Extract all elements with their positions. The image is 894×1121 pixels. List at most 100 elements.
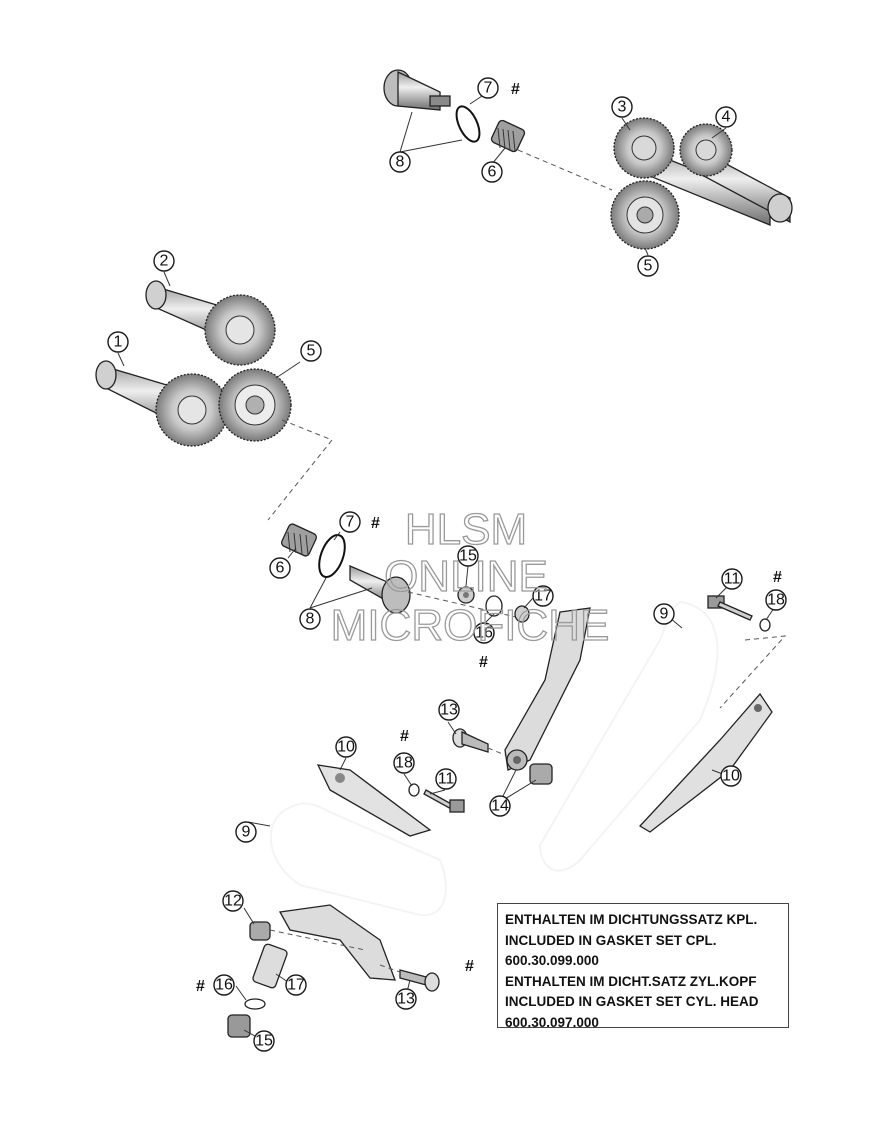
needle-bearing-top bbox=[490, 119, 526, 153]
callout-label: 7 bbox=[484, 80, 493, 97]
needle-bearing-middle bbox=[280, 523, 318, 557]
svg-text:5: 5 bbox=[644, 258, 653, 275]
watermark-line3: MICROFICHE bbox=[331, 601, 610, 650]
camshaft-2 bbox=[145, 280, 276, 366]
svg-text:13: 13 bbox=[440, 702, 458, 719]
bearing-group-middle bbox=[280, 523, 530, 623]
callout-14: 14 bbox=[489, 795, 511, 817]
svg-text:4: 4 bbox=[722, 109, 731, 126]
svg-text:7: 7 bbox=[346, 514, 355, 531]
svg-text:8: 8 bbox=[306, 611, 315, 628]
camshaft-group-left bbox=[95, 280, 333, 521]
watermark-line2: ONLINE bbox=[384, 552, 548, 601]
callout-4: 4 bbox=[715, 106, 737, 128]
callout-9-left: 9 bbox=[235, 821, 257, 843]
callout-9-right: 9 bbox=[653, 603, 675, 625]
svg-text:18: 18 bbox=[395, 755, 413, 772]
watermark: HLSM ONLINE MICROFICHE bbox=[330, 504, 610, 650]
svg-text:9: 9 bbox=[242, 824, 251, 841]
callout-15-middle: 15 bbox=[457, 545, 479, 567]
svg-text:15: 15 bbox=[255, 1033, 273, 1050]
idler-gear-left bbox=[218, 368, 292, 442]
svg-text:10: 10 bbox=[722, 768, 740, 785]
gasket-marker: # bbox=[196, 978, 205, 995]
gasket-marker: # bbox=[479, 654, 488, 671]
callout-15-lower: 15 bbox=[253, 1030, 275, 1052]
callout-6-top: 6 bbox=[481, 161, 503, 183]
svg-text:11: 11 bbox=[438, 771, 455, 788]
bolt-13-lower bbox=[379, 964, 440, 992]
gasket-marker: # bbox=[511, 81, 520, 98]
callout-6-middle: 6 bbox=[269, 557, 291, 579]
legend-line-3: 600.30.099.000 bbox=[505, 953, 599, 968]
guide-rail-left bbox=[316, 764, 432, 837]
callout-13-lower: 13 bbox=[395, 988, 417, 1010]
callout-18-lower: 18 bbox=[393, 752, 415, 774]
legend-line-2: INCLUDED IN GASKET SET CPL. bbox=[505, 932, 717, 948]
svg-text:13: 13 bbox=[397, 991, 415, 1008]
camshaft-1 bbox=[95, 360, 229, 447]
chain-tensioner-rail-upper bbox=[504, 607, 591, 785]
legend-line-5: INCLUDED IN GASKET SET CYL. HEAD bbox=[505, 994, 759, 1009]
o-ring-middle bbox=[318, 533, 346, 579]
callout-11-upper: 11 bbox=[721, 568, 743, 590]
bearing-pin-middle bbox=[349, 565, 411, 614]
svg-text:6: 6 bbox=[276, 560, 285, 577]
svg-text:8: 8 bbox=[396, 154, 405, 171]
callout-16-middle: 16 bbox=[473, 622, 495, 644]
callout-5-left: 5 bbox=[300, 340, 322, 362]
bolt-13-upper bbox=[452, 728, 506, 756]
gasket-marker: # bbox=[371, 515, 380, 532]
callout-8-middle: 8 bbox=[299, 608, 321, 630]
svg-text:15: 15 bbox=[459, 548, 477, 565]
gasket-set-legend: ENTHALTEN IM DICHTUNGSSATZ KPL. INCLUDED… bbox=[497, 903, 789, 1030]
timing-chain-left bbox=[269, 802, 447, 917]
legend-line-1: ENTHALTEN IM DICHTUNGSSATZ KPL. bbox=[505, 912, 758, 927]
svg-text:3: 3 bbox=[618, 99, 627, 116]
callout-11-lower: 11 bbox=[435, 768, 457, 790]
callout-17-lower: 17 bbox=[285, 974, 307, 996]
chain-tensioner-rail-lower bbox=[249, 904, 396, 981]
watermark-line1: HLSM bbox=[405, 505, 527, 554]
svg-text:5: 5 bbox=[307, 343, 316, 360]
legend-marker: # bbox=[465, 958, 474, 975]
camshaft-group-top bbox=[383, 69, 793, 250]
guide-rail-right bbox=[638, 692, 773, 833]
callout-2: 2 bbox=[153, 250, 175, 272]
callout-17-middle: 17 bbox=[532, 585, 554, 607]
svg-text:9: 9 bbox=[660, 606, 669, 623]
legend-line-6: 600.30.097.000 bbox=[505, 1014, 599, 1030]
svg-text:1: 1 bbox=[114, 334, 123, 351]
callout-8-top: 8 bbox=[389, 151, 411, 173]
callout-3: 3 bbox=[611, 96, 633, 118]
o-ring-top bbox=[455, 105, 481, 143]
callout-13-upper: 13 bbox=[438, 699, 460, 721]
callout-7-middle: 7 bbox=[339, 511, 361, 533]
callout-18-upper: 18 bbox=[765, 589, 787, 611]
washer-parts-middle bbox=[457, 586, 530, 623]
callout-10-right: 10 bbox=[720, 765, 742, 787]
callout-7-top: 7 bbox=[477, 77, 499, 99]
svg-text:17: 17 bbox=[287, 977, 305, 994]
callout-16-lower: 16 bbox=[213, 974, 235, 996]
gasket-marker: # bbox=[400, 728, 409, 745]
bolt-11-upper bbox=[707, 595, 771, 632]
callout-10-left: 10 bbox=[335, 736, 357, 758]
svg-text:10: 10 bbox=[337, 739, 355, 756]
callout-1: 1 bbox=[107, 331, 129, 353]
tensioner-plunger bbox=[227, 943, 288, 1038]
callout-12: 12 bbox=[222, 890, 244, 912]
bolt-11-lower bbox=[408, 783, 465, 813]
svg-text:18: 18 bbox=[767, 592, 785, 609]
gasket-marker: # bbox=[773, 569, 782, 586]
svg-text:14: 14 bbox=[491, 798, 509, 815]
legend-line-4: ENTHALTEN IM DICHT.SATZ ZYL.KOPF bbox=[505, 973, 757, 989]
idler-gear-top bbox=[610, 180, 680, 250]
svg-text:2: 2 bbox=[160, 253, 169, 270]
svg-text:6: 6 bbox=[488, 164, 497, 181]
svg-text:11: 11 bbox=[724, 571, 741, 588]
svg-text:16: 16 bbox=[215, 977, 233, 994]
svg-text:12: 12 bbox=[224, 893, 242, 910]
callout-5-top: 5 bbox=[637, 255, 659, 277]
